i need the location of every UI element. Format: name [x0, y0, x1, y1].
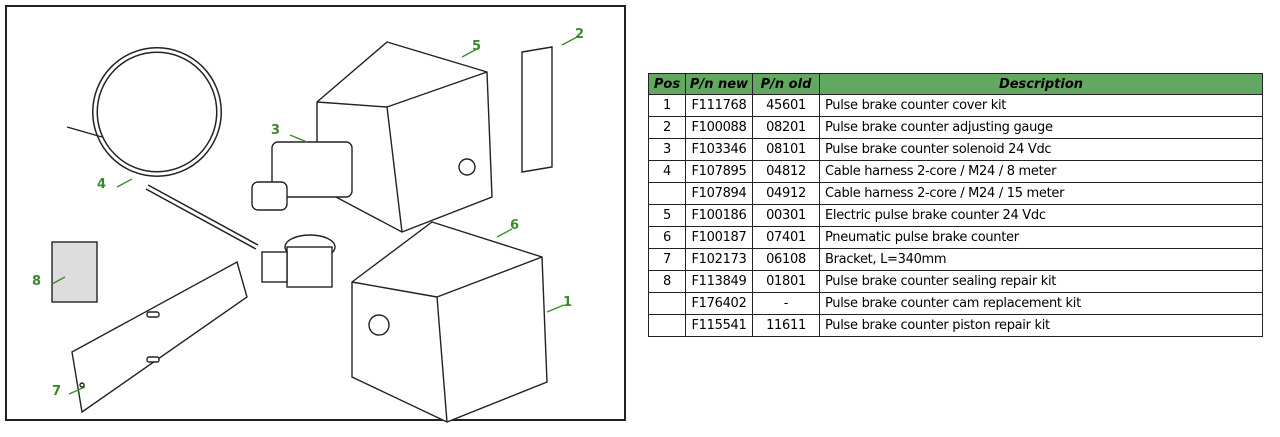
cell-pn-old: -: [752, 292, 820, 315]
solenoid: [251, 141, 353, 211]
table-row: F176402-Pulse brake counter cam replacem…: [648, 292, 1263, 315]
callout-1: 1: [563, 295, 573, 310]
cell-pn-new: F107895: [685, 160, 753, 183]
cell-pos: 6: [648, 226, 686, 249]
cell-pn-old: 45601: [752, 94, 820, 117]
cell-pn-old: 01801: [752, 270, 820, 293]
cell-pos: [648, 182, 686, 205]
cell-pos: 7: [648, 248, 686, 271]
cell-pn-new: F103346: [685, 138, 753, 161]
header-pn-old: P/n old: [752, 73, 820, 95]
cell-pn-old: 06108: [752, 248, 820, 271]
cell-pn-new: F115541: [685, 314, 753, 337]
pneumatic-counter-box: [351, 221, 548, 423]
cell-pn-old: 04912: [752, 182, 820, 205]
cell-description: Pulse brake counter adjusting gauge: [819, 116, 1263, 139]
electric-counter-box: [316, 41, 493, 233]
cell-pos: [648, 314, 686, 337]
cell-pn-new: F100088: [685, 116, 753, 139]
cell-pos: 1: [648, 94, 686, 117]
cell-description: Pulse brake counter cam replacement kit: [819, 292, 1263, 315]
callout-3: 3: [271, 123, 281, 138]
callout-2: 2: [575, 27, 585, 42]
cell-pn-new: F113849: [685, 270, 753, 293]
cell-pos: 5: [648, 204, 686, 227]
cell-pn-new: F100187: [685, 226, 753, 249]
cell-pn-old: 08101: [752, 138, 820, 161]
cell-description: Pulse brake counter sealing repair kit: [819, 270, 1263, 293]
leader-lines: [51, 36, 578, 395]
callout-6: 6: [510, 218, 520, 233]
cell-pn-new: F100186: [685, 204, 753, 227]
sealing-kit: [51, 241, 98, 303]
cell-description: Bracket, L=340mm: [819, 248, 1263, 271]
cell-pos: 2: [648, 116, 686, 139]
cell-pos: 8: [648, 270, 686, 293]
cell-pn-new: F111768: [685, 94, 753, 117]
cell-pn-old: 07401: [752, 226, 820, 249]
cell-description: Cable harness 2-core / M24 / 15 meter: [819, 182, 1263, 205]
header-pn-new: P/n new: [685, 73, 753, 95]
exploded-parts-diagram: 5 2 3 4 6 1 8 7: [5, 5, 626, 423]
adjusting-gauge: [521, 46, 553, 173]
cell-pos: 3: [648, 138, 686, 161]
cell-pos: 4: [648, 160, 686, 183]
callout-7: 7: [52, 384, 62, 399]
callout-5: 5: [472, 39, 482, 54]
cell-pn-new: F102173: [685, 248, 753, 271]
cell-description: Cable harness 2-core / M24 / 8 meter: [819, 160, 1263, 183]
cell-description: Pulse brake counter cover kit: [819, 94, 1263, 117]
cell-pn-new: F107894: [685, 182, 753, 205]
cell-pn-new: F176402: [685, 292, 753, 315]
callout-4: 4: [97, 177, 107, 192]
cell-description: Electric pulse brake counter 24 Vdc: [819, 204, 1263, 227]
table-header: Pos P/n new P/n old Description: [648, 73, 1263, 95]
cell-pos: [648, 292, 686, 315]
header-pos: Pos: [648, 73, 686, 95]
cell-pn-old: 11611: [752, 314, 820, 337]
cell-pn-old: 08201: [752, 116, 820, 139]
cell-description: Pulse brake counter solenoid 24 Vdc: [819, 138, 1263, 161]
cell-pn-old: 04812: [752, 160, 820, 183]
cell-pn-old: 00301: [752, 204, 820, 227]
bracket: [71, 260, 248, 414]
parts-drawing: [51, 36, 578, 423]
cable-harness: [66, 47, 259, 250]
cell-description: Pneumatic pulse brake counter: [819, 226, 1263, 249]
fitting: [261, 234, 336, 288]
header-description: Description: [819, 73, 1263, 95]
callout-8: 8: [32, 274, 42, 289]
cell-description: Pulse brake counter piston repair kit: [819, 314, 1263, 337]
